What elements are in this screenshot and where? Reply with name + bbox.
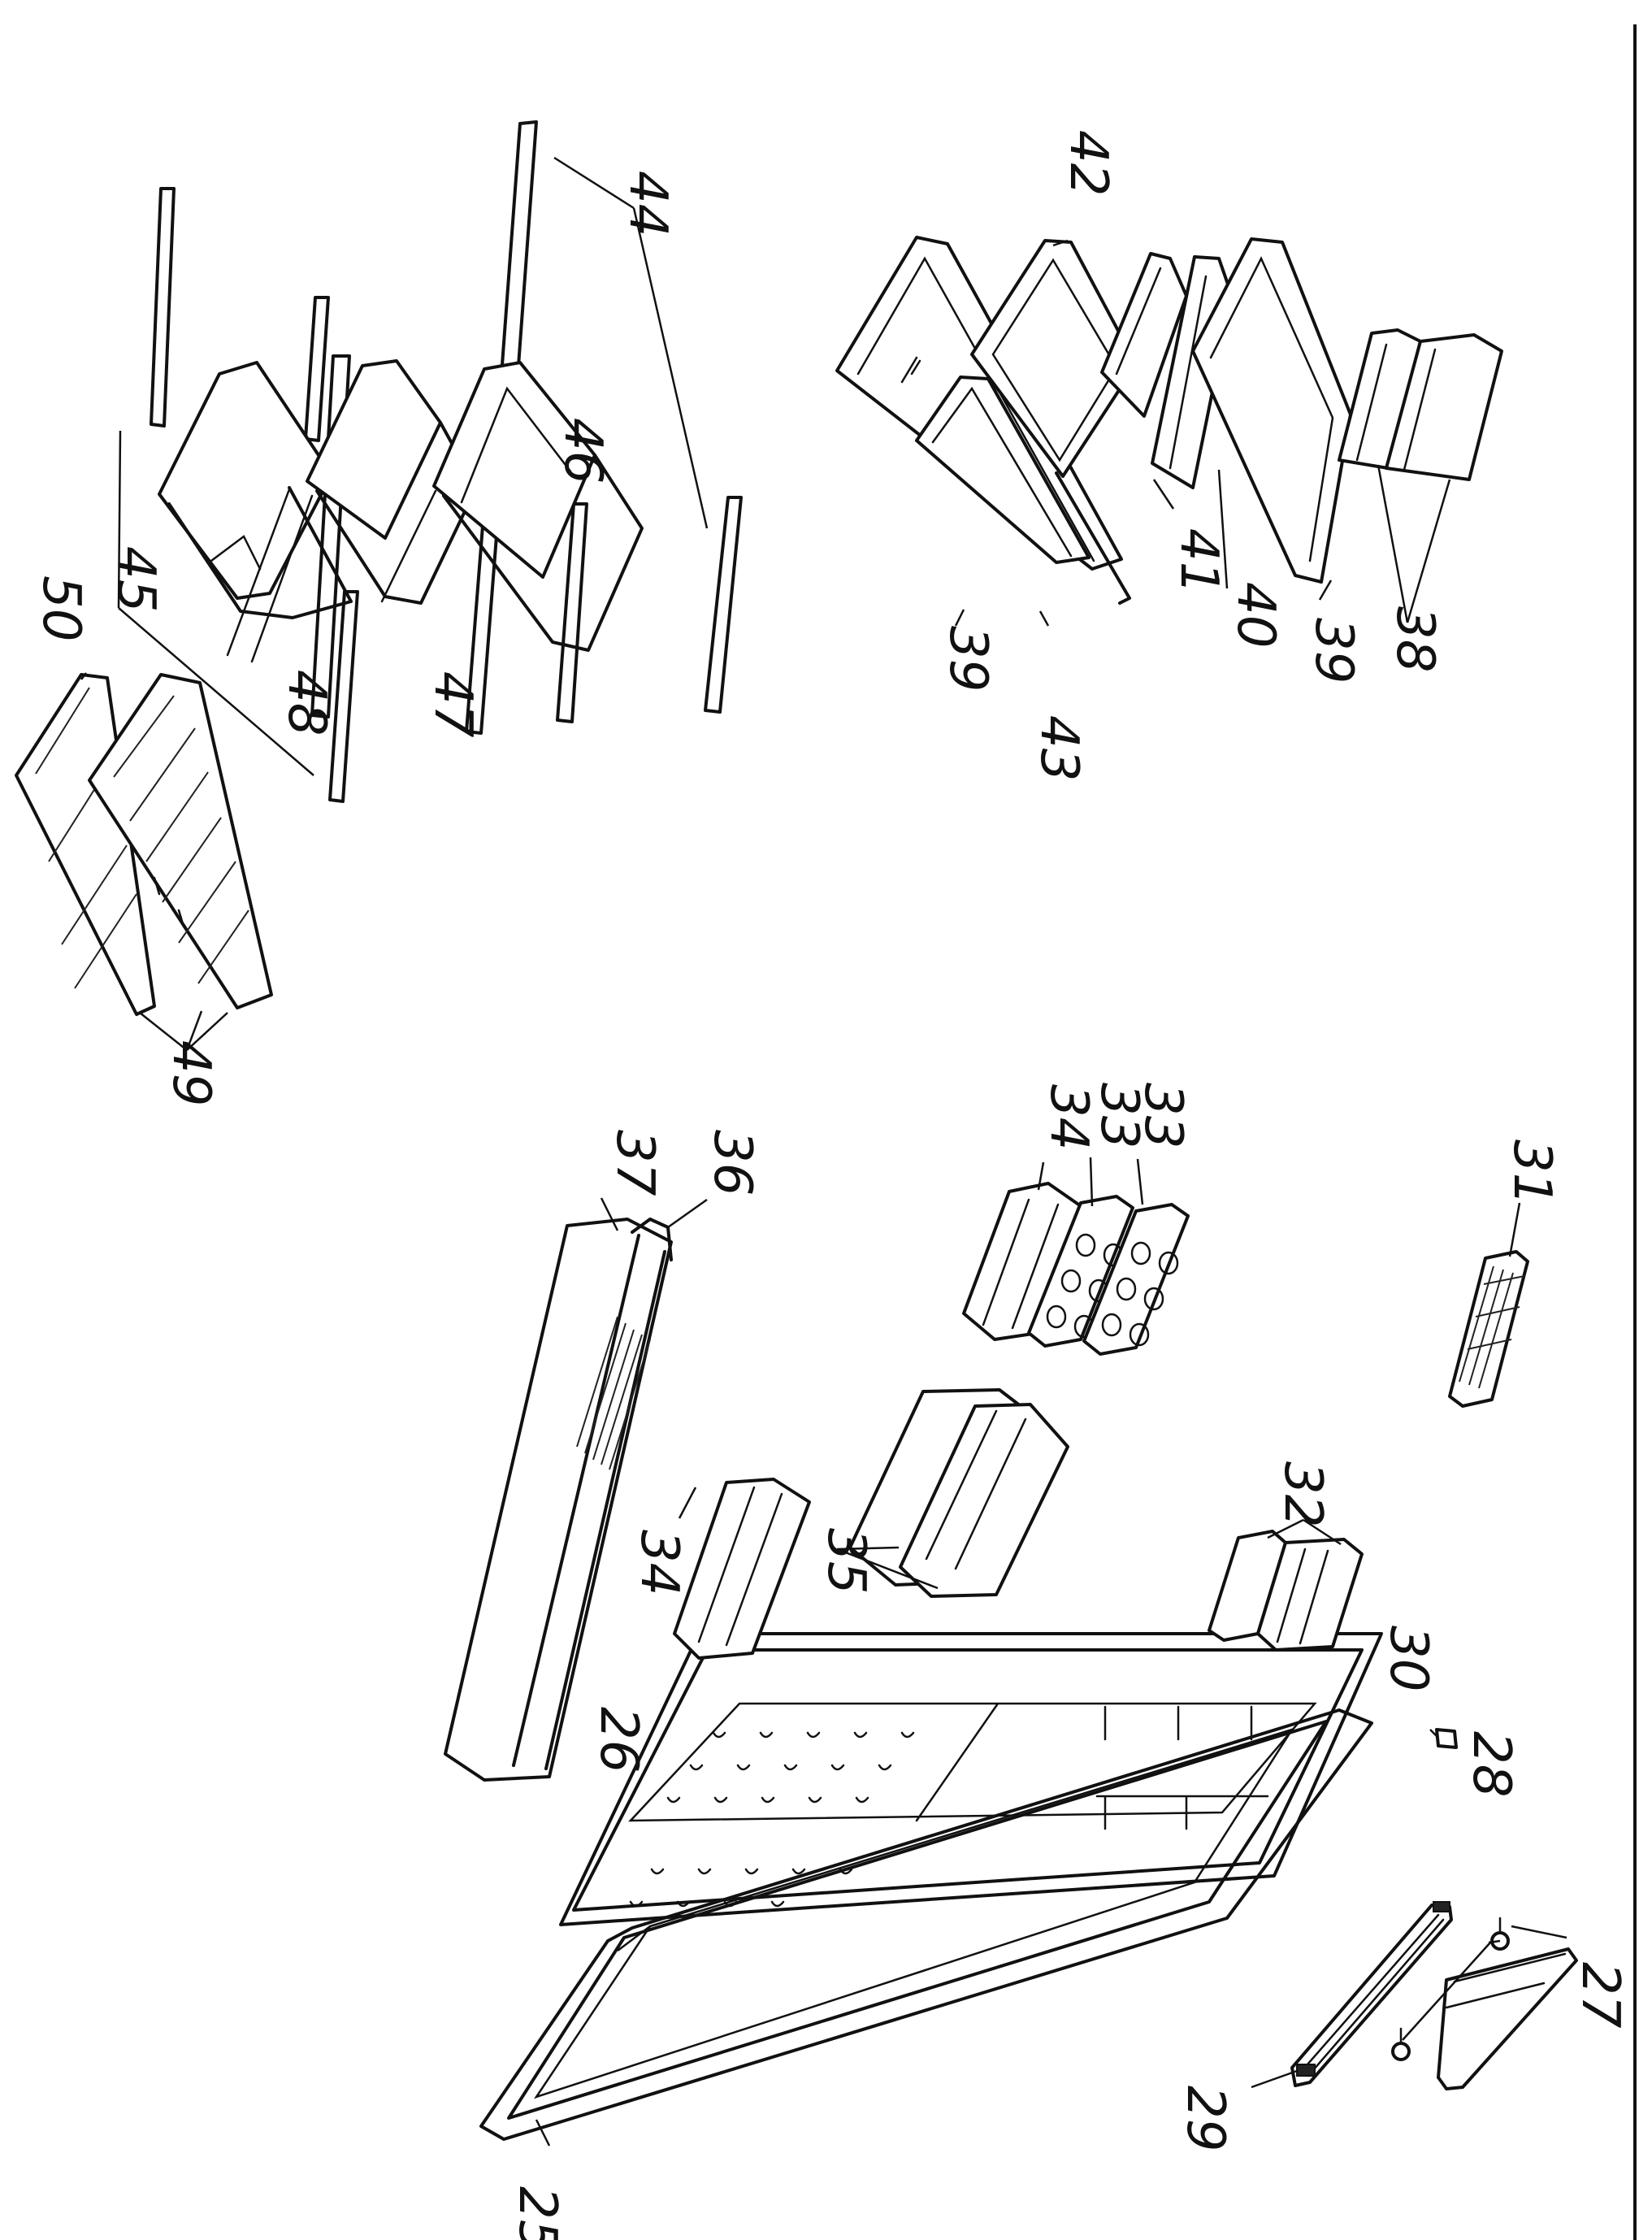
handle-cover-27 (1437, 1947, 1578, 2090)
ice-tray-31 (1448, 1250, 1529, 1408)
glass-shelf-43 (915, 376, 1090, 564)
callout-39a: 39 (938, 626, 998, 692)
dairy-hinge-36 (631, 1218, 673, 1261)
hinge-pin-30 (1435, 1728, 1458, 1749)
door-panel-25 (479, 1708, 1373, 2141)
callout-31: 31 (1502, 1140, 1562, 1205)
callout-47: 47 (423, 671, 483, 738)
dairy-door-37 (444, 1218, 673, 1782)
callout-32: 32 (1273, 1461, 1333, 1527)
callout-29: 29 (1175, 2086, 1235, 2151)
door-liner-26 (559, 1632, 1383, 1926)
drawer-46 (432, 361, 644, 652)
callout-28: 28 (1461, 1731, 1521, 1797)
callout-41: 41 (1169, 528, 1229, 594)
callout-33b: 33 (1133, 1083, 1193, 1148)
callout-labels: 25 26 27 28 29 30 31 32 33 33 34 34 35 3… (31, 130, 1630, 2240)
callout-40: 40 (1225, 582, 1286, 648)
callout-43: 43 (1029, 715, 1089, 781)
door-dimple-pattern (629, 1731, 915, 1908)
callout-39b: 39 (1303, 618, 1364, 684)
callout-34a: 34 (1038, 1084, 1099, 1150)
shelf-bracket-41 (1100, 252, 1188, 418)
callout-42: 42 (1058, 130, 1118, 196)
callout-26: 26 (588, 1707, 648, 1773)
ice-bin-32 (1208, 1530, 1364, 1652)
callout-48: 48 (276, 670, 336, 736)
callout-38: 38 (1385, 606, 1445, 672)
egg-tray-33-a (1027, 1195, 1134, 1348)
callout-44: 44 (618, 171, 678, 237)
callout-46: 46 (553, 418, 613, 484)
grille-49 (88, 673, 273, 1009)
callout-49: 49 (161, 1040, 221, 1106)
callout-25: 25 (507, 2186, 567, 2240)
callout-45: 45 (106, 546, 166, 612)
callout-33a: 33 (1089, 1083, 1149, 1148)
door-bin-34-upper (673, 1478, 811, 1660)
callout-37: 37 (605, 1130, 665, 1196)
shelf-frame-42 (970, 239, 1138, 605)
callout-36: 36 (702, 1130, 762, 1196)
door-bin-35 (848, 1388, 1069, 1598)
egg-tray-33-b (1082, 1203, 1190, 1356)
callout-30: 30 (1378, 1626, 1438, 1691)
leader-lines (80, 156, 1567, 2147)
callout-27: 27 (1570, 1962, 1630, 2029)
hinge-bracket-29 (1290, 1901, 1453, 2087)
callout-34b: 34 (629, 1530, 689, 1595)
callout-35: 35 (816, 1528, 876, 1594)
crisper-cover-38 (1338, 328, 1503, 481)
callout-50: 50 (31, 575, 91, 641)
